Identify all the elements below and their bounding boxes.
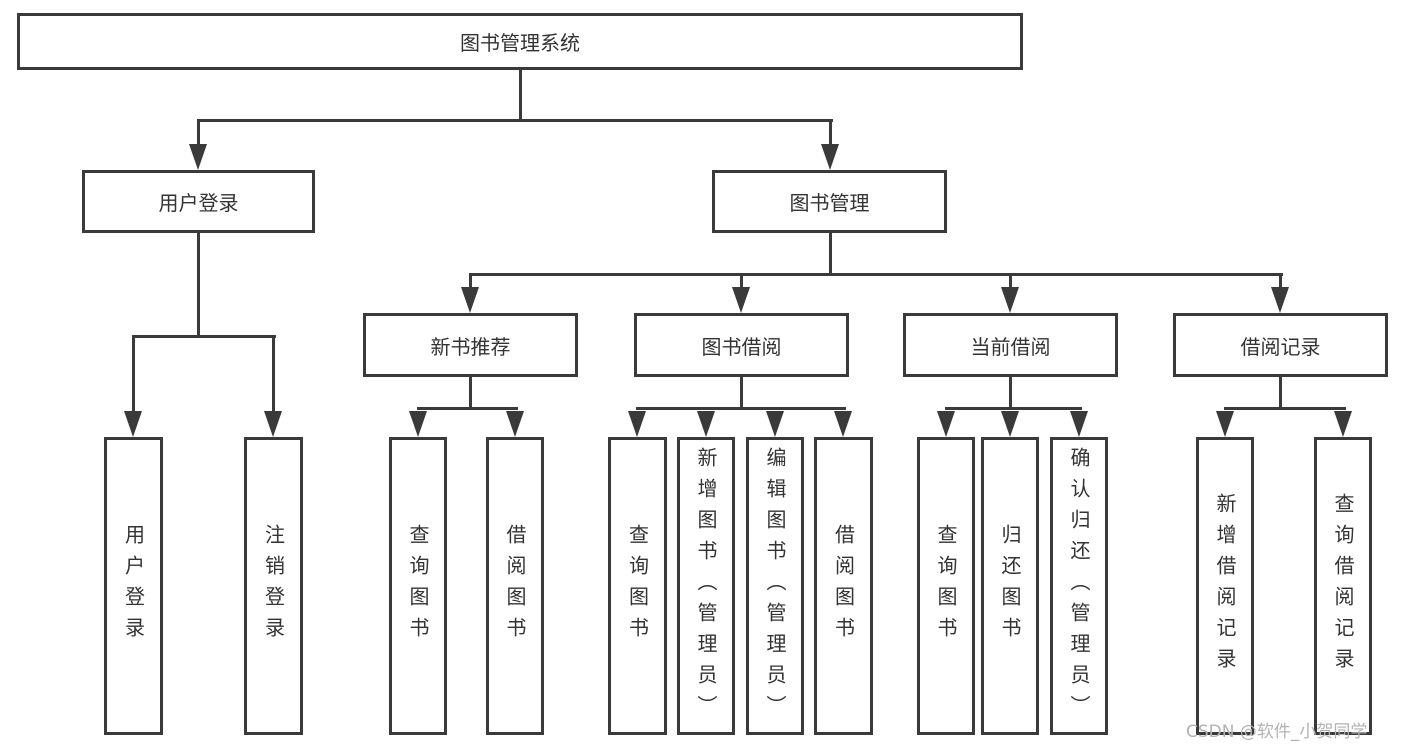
arrow-down-icon — [937, 411, 955, 437]
connector-line — [636, 407, 846, 410]
leaf-user-login: 用户登录 — [104, 437, 163, 735]
leaf-newrec-borrow-books: 借阅图书 — [486, 437, 544, 735]
arrow-down-icon — [821, 144, 839, 170]
arrow-down-icon — [1070, 411, 1088, 437]
leaf-current-query-books: 查询图书 — [917, 437, 975, 735]
arrow-down-icon — [1216, 411, 1234, 437]
node-current-borrowing: 当前借阅 — [903, 313, 1118, 377]
leaf-query-borrow-record-label: 查询借阅记录 — [1331, 493, 1355, 679]
connector-line — [417, 407, 518, 410]
leaf-edit-books-admin-label: 编辑图书（管理员） — [763, 446, 787, 726]
node-library-system-label: 图书管理系统 — [460, 31, 580, 55]
connector-line — [197, 233, 200, 336]
arrow-down-icon — [1001, 287, 1019, 313]
node-new-book-recommend-label: 新书推荐 — [430, 334, 511, 359]
leaf-current-query-books-label: 查询图书 — [934, 524, 958, 648]
connector-line — [1279, 273, 1282, 290]
leaf-borrow-borrow-books-label: 借阅图书 — [831, 524, 856, 648]
leaf-logout-label: 注销登录 — [261, 524, 286, 648]
leaf-return-books-label: 归还图书 — [998, 524, 1022, 648]
leaf-borrow-query-books-label: 查询图书 — [625, 524, 650, 648]
arrow-down-icon — [264, 411, 282, 437]
node-book-borrowing-label: 图书借阅 — [701, 334, 782, 359]
leaf-newrec-query-books: 查询图书 — [389, 437, 447, 735]
leaf-edit-books-admin: 编辑图书（管理员） — [746, 437, 804, 735]
leaf-add-books-admin-label: 新增图书（管理员） — [694, 446, 718, 726]
node-book-borrowing: 图书借阅 — [634, 313, 849, 377]
node-user-login: 用户登录 — [82, 170, 315, 233]
connector-line — [272, 335, 275, 412]
connector-line — [1009, 377, 1012, 408]
leaf-confirm-return-admin-label: 确认归还（管理员） — [1067, 446, 1091, 726]
node-library-system: 图书管理系统 — [17, 13, 1023, 70]
connector-line — [132, 335, 276, 338]
leaf-add-books-admin: 新增图书（管理员） — [677, 437, 735, 735]
arrow-down-icon — [834, 411, 852, 437]
leaf-query-borrow-record: 查询借阅记录 — [1314, 437, 1372, 735]
node-new-book-recommend: 新书推荐 — [363, 313, 578, 377]
connector-line — [740, 273, 743, 290]
arrow-down-icon — [1334, 411, 1352, 437]
node-borrowing-records: 借阅记录 — [1173, 313, 1388, 377]
arrow-down-icon — [1271, 287, 1289, 313]
connector-line — [829, 119, 832, 145]
leaf-logout: 注销登录 — [244, 437, 303, 735]
connector-line — [132, 335, 135, 412]
arrow-down-icon — [766, 411, 784, 437]
arrow-down-icon — [506, 411, 524, 437]
leaf-newrec-borrow-books-label: 借阅图书 — [503, 524, 527, 648]
leaf-add-borrow-record: 新增借阅记录 — [1196, 437, 1254, 735]
connector-line — [1009, 273, 1012, 290]
connector-line — [740, 377, 743, 408]
node-borrowing-records-label: 借阅记录 — [1240, 334, 1321, 359]
leaf-return-books: 归还图书 — [981, 437, 1039, 735]
connector-line — [197, 119, 200, 145]
leaf-newrec-query-books-label: 查询图书 — [406, 524, 430, 648]
arrow-down-icon — [628, 411, 646, 437]
leaf-user-login-label: 用户登录 — [121, 524, 146, 648]
leaf-confirm-return-admin: 确认归还（管理员） — [1050, 437, 1108, 735]
arrow-down-icon — [697, 411, 715, 437]
arrow-down-icon — [1001, 411, 1019, 437]
arrow-down-icon — [124, 411, 142, 437]
connector-line — [469, 377, 472, 408]
arrow-down-icon — [409, 411, 427, 437]
connector-line — [469, 273, 472, 290]
arrow-down-icon — [189, 144, 207, 170]
arrow-down-icon — [461, 287, 479, 313]
leaf-borrow-borrow-books: 借阅图书 — [814, 437, 873, 735]
connector-line — [519, 69, 522, 122]
leaf-borrow-query-books: 查询图书 — [608, 437, 667, 735]
leaf-add-borrow-record-label: 新增借阅记录 — [1213, 493, 1237, 679]
node-user-login-label: 用户登录 — [158, 191, 239, 215]
node-current-borrowing-label: 当前借阅 — [970, 334, 1051, 359]
connector-line — [197, 119, 833, 122]
connector-line — [829, 233, 832, 274]
node-book-management-label: 图书管理 — [789, 191, 870, 215]
connector-line — [1279, 377, 1282, 408]
arrow-down-icon — [732, 287, 750, 313]
connector-line — [469, 273, 1283, 276]
node-book-management: 图书管理 — [712, 170, 947, 233]
csdn-watermark: CSDN @软件_小贺同学 — [1186, 722, 1368, 742]
connector-line — [945, 407, 1082, 410]
connector-line — [1224, 407, 1346, 410]
